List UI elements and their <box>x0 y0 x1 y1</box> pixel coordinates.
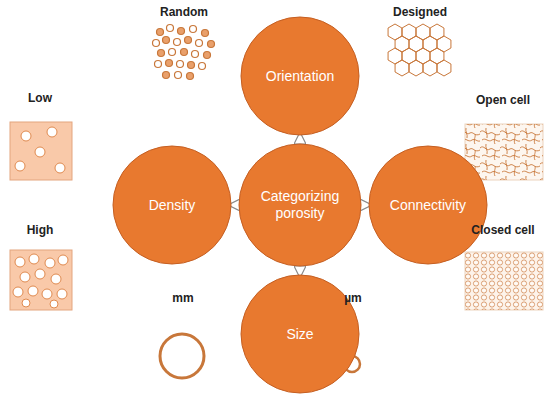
honeycomb <box>388 24 451 76</box>
circle-fill <box>369 146 487 264</box>
category-label: High <box>27 223 54 237</box>
category-label: mm <box>172 291 193 305</box>
node-title: Connectivity <box>390 197 466 214</box>
node-title: Categorizing porosity <box>252 188 348 222</box>
category-circle: Connectivity <box>368 145 488 265</box>
category-circle: Size <box>240 274 360 394</box>
node-title: Density <box>149 197 196 214</box>
circle-fill <box>241 275 359 393</box>
category-label: Closed cell <box>471 223 534 237</box>
category-circle: Orientation <box>240 16 360 136</box>
category-label: Designed <box>393 5 447 19</box>
low-density-sample <box>10 122 72 180</box>
node-title: Size <box>286 326 313 343</box>
category-circle: Categorizing porosity <box>238 143 362 267</box>
random-pores <box>153 25 215 80</box>
closed-cell-sample <box>465 252 543 310</box>
category-label: Open cell <box>476 93 530 107</box>
category-circle: Density <box>112 145 232 265</box>
category-label: µm <box>344 291 362 305</box>
category-label: Low <box>28 91 52 105</box>
mm-pore <box>160 334 204 378</box>
circle-fill <box>239 144 361 266</box>
high-density-sample <box>10 250 72 310</box>
category-label: Random <box>160 5 208 19</box>
circle-fill <box>113 146 231 264</box>
node-title: Orientation <box>266 68 334 85</box>
circle-fill <box>241 17 359 135</box>
